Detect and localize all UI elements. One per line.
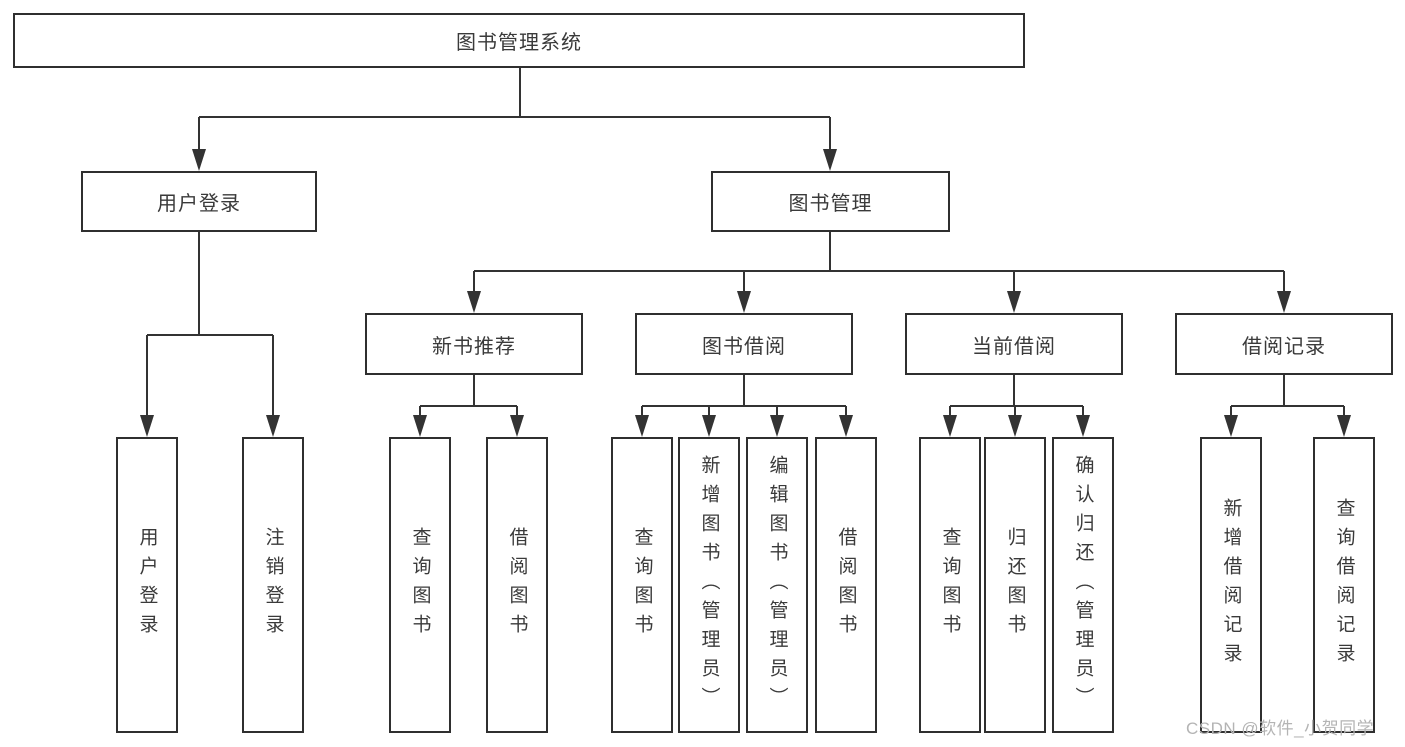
leaf-add-book-admin-label: 新增图书（管理员）	[698, 454, 720, 716]
leaf-query-book-3-label: 查询图书	[939, 527, 961, 643]
node-root-label: 图书管理系统	[456, 32, 582, 54]
leaf-borrow-book-2-label: 借阅图书	[835, 527, 857, 643]
leaf-query-book-2-label: 查询图书	[631, 527, 653, 643]
node-new-book-recommend: 新书推荐	[365, 313, 583, 375]
connector-root-to-level2	[192, 68, 837, 171]
leaf-query-borrow-record-label: 查询借阅记录	[1333, 498, 1355, 672]
node-book-borrow: 图书借阅	[635, 313, 853, 375]
leaf-logout-label: 注销登录	[262, 527, 284, 643]
connector-current-borrow-children	[943, 375, 1090, 437]
leaf-add-book-admin: 新增图书（管理员）	[678, 437, 740, 733]
connector-new-book-children	[413, 375, 524, 437]
node-root: 图书管理系统	[13, 13, 1025, 68]
leaf-confirm-return-admin: 确认归还（管理员）	[1052, 437, 1114, 733]
leaf-borrow-book-1: 借阅图书	[486, 437, 548, 733]
leaf-add-borrow-record-label: 新增借阅记录	[1220, 498, 1242, 672]
connector-book-management-children	[467, 232, 1291, 313]
leaf-return-book: 归还图书	[984, 437, 1046, 733]
leaf-edit-book-admin: 编辑图书（管理员）	[746, 437, 808, 733]
leaf-query-book-1: 查询图书	[389, 437, 451, 733]
connector-borrow-records-children	[1224, 375, 1351, 437]
node-user-login: 用户登录	[81, 171, 317, 232]
node-current-borrow: 当前借阅	[905, 313, 1123, 375]
leaf-query-borrow-record: 查询借阅记录	[1313, 437, 1375, 733]
leaf-borrow-book-2: 借阅图书	[815, 437, 877, 733]
leaf-query-book-1-label: 查询图书	[409, 527, 431, 643]
connector-user-login-children	[140, 232, 280, 437]
node-borrow-records: 借阅记录	[1175, 313, 1393, 375]
leaf-logout: 注销登录	[242, 437, 304, 733]
leaf-confirm-return-admin-label: 确认归还（管理员）	[1072, 454, 1094, 716]
leaf-user-login-label: 用户登录	[136, 527, 158, 643]
connector-book-borrow-children	[635, 375, 853, 437]
leaf-return-book-label: 归还图书	[1004, 527, 1026, 643]
leaf-add-borrow-record: 新增借阅记录	[1200, 437, 1262, 733]
node-new-book-recommend-label: 新书推荐	[432, 335, 516, 358]
leaf-query-book-3: 查询图书	[919, 437, 981, 733]
leaf-user-login: 用户登录	[116, 437, 178, 733]
node-user-login-label: 用户登录	[157, 193, 241, 215]
watermark: CSDN @软件_小贺同学	[1186, 719, 1375, 738]
leaf-query-book-2: 查询图书	[611, 437, 673, 733]
node-current-borrow-label: 当前借阅	[972, 335, 1056, 358]
node-borrow-records-label: 借阅记录	[1242, 335, 1326, 358]
node-book-management-label: 图书管理	[788, 193, 873, 215]
node-book-management: 图书管理	[711, 171, 950, 232]
leaf-edit-book-admin-label: 编辑图书（管理员）	[766, 454, 788, 716]
node-book-borrow-label: 图书借阅	[702, 335, 786, 358]
leaf-borrow-book-1-label: 借阅图书	[506, 527, 528, 643]
